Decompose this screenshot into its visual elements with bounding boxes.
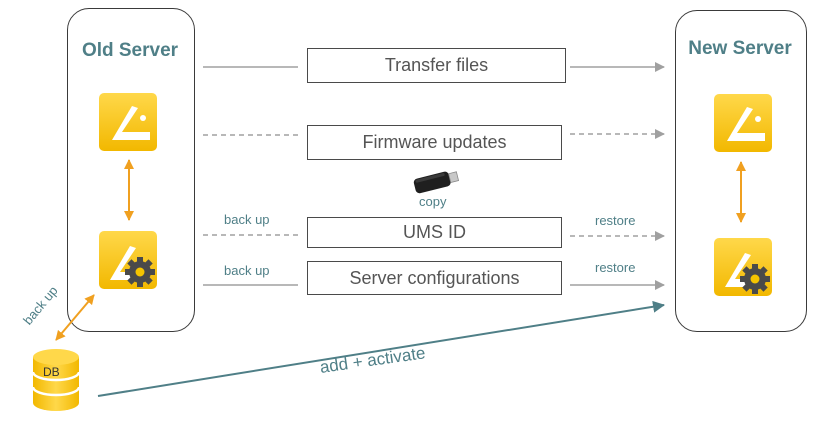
new-server-config-icon [714,238,772,296]
old-server-title: Old Server [81,40,179,61]
db-backup-arrow [55,294,95,341]
old-server-app-icon [99,93,157,151]
database-icon [31,349,81,411]
firmware-updates-box: Firmware updates [307,125,562,160]
back-up-label-config: back up [224,263,270,278]
gear-icon [125,257,155,287]
db-label: DB [43,365,60,379]
copy-label: copy [419,194,447,209]
ums-id-box: UMS ID [307,217,562,248]
back-up-label-ums-id: back up [224,212,270,227]
restore-label-ums-id: restore [595,213,636,228]
usb-stick-icon [413,171,460,194]
gear-icon [740,264,770,294]
new-server-title: New Server [688,38,792,59]
new-server-app-icon [714,94,772,152]
server-configurations-box: Server configurations [307,261,562,295]
transfer-files-box: Transfer files [307,48,566,83]
add-activate-arrow [97,300,665,397]
old-server-config-icon [99,231,157,289]
restore-label-config: restore [595,260,636,275]
